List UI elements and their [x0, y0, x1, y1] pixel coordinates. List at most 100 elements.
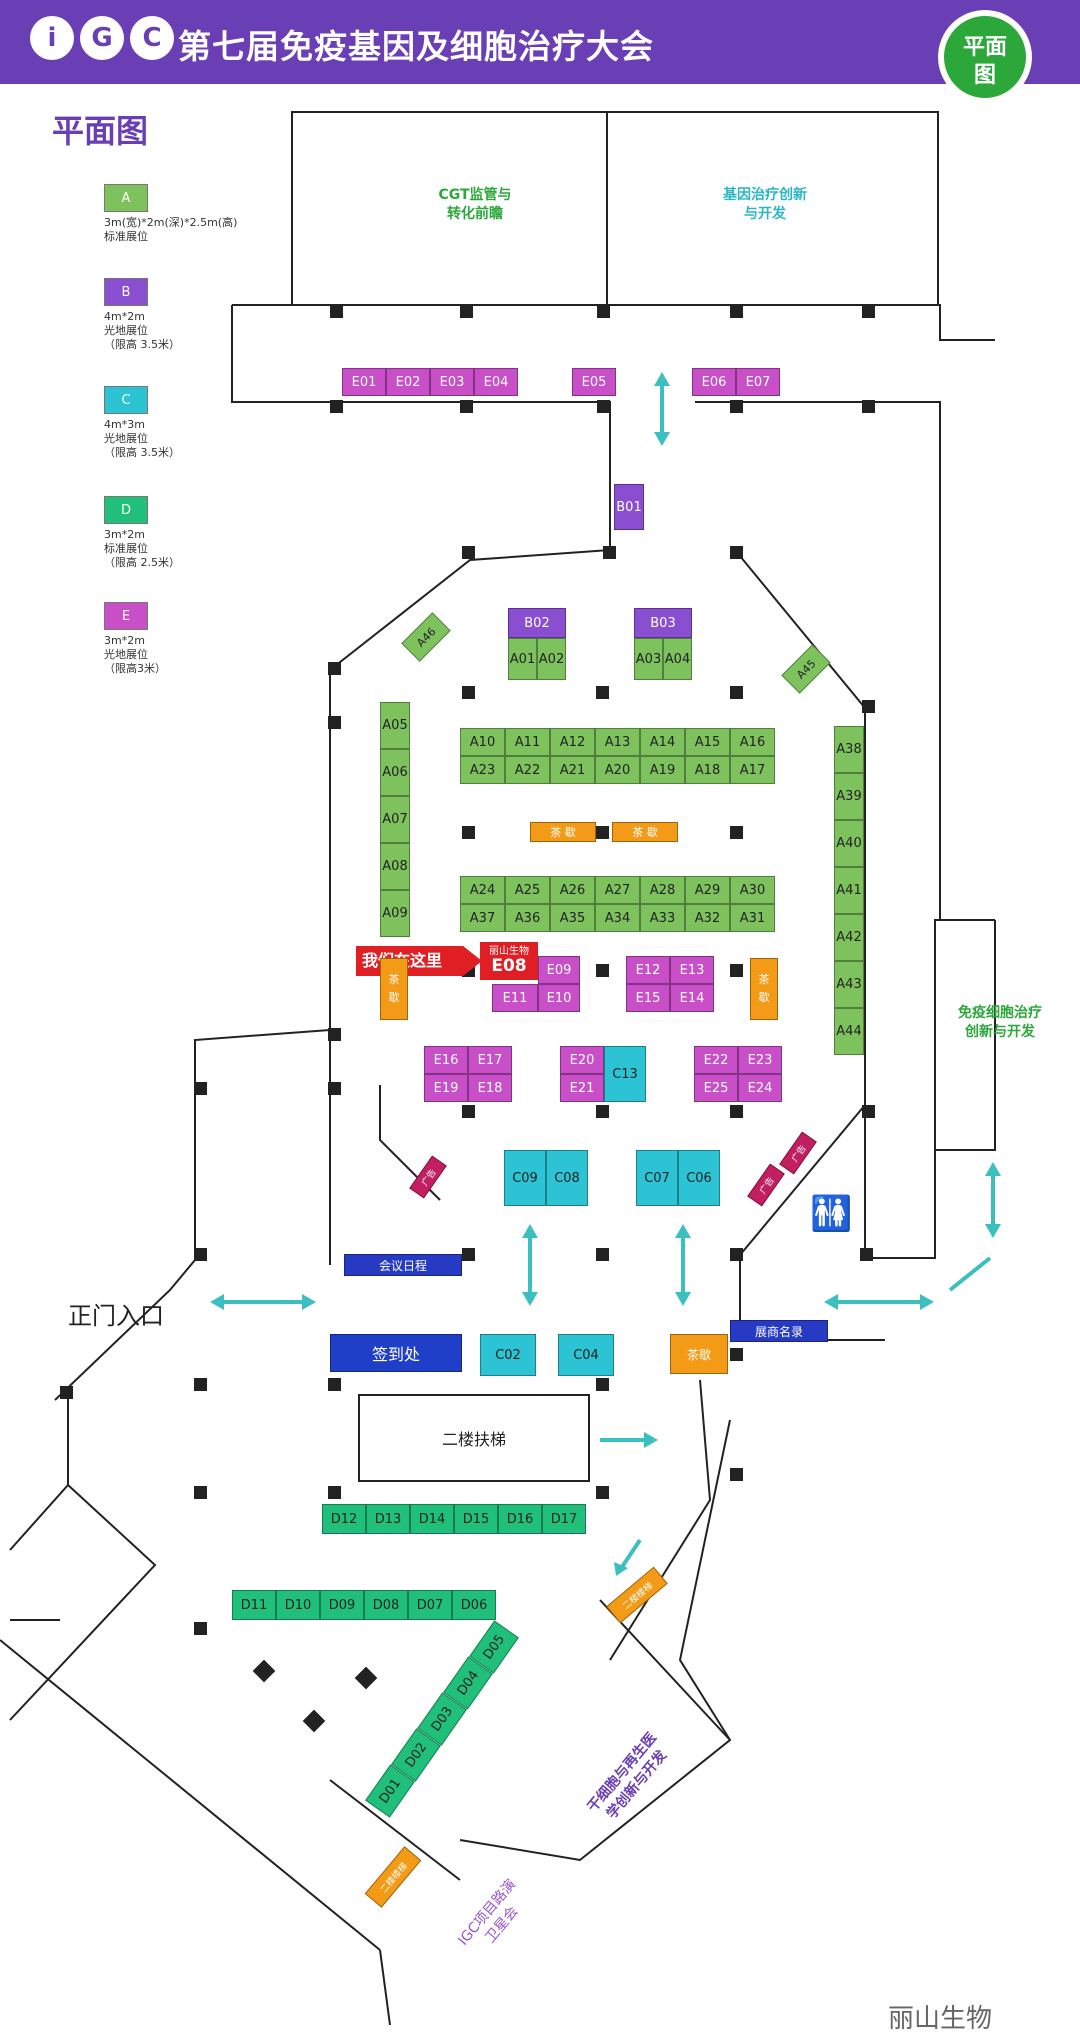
booth-d12[interactable]: D12 — [322, 1504, 366, 1534]
booth-b02[interactable]: B02 — [508, 608, 566, 638]
booth-a24[interactable]: A24 — [460, 876, 505, 904]
pillar — [330, 305, 343, 318]
booth-e05[interactable]: E05 — [572, 368, 616, 396]
booth-a15[interactable]: A15 — [685, 728, 730, 756]
booth-e19[interactable]: E19 — [424, 1074, 468, 1102]
booth-a04[interactable]: A04 — [663, 638, 692, 680]
booth-d11[interactable]: D11 — [232, 1590, 276, 1620]
booth-a16[interactable]: A16 — [730, 728, 775, 756]
booth-a18[interactable]: A18 — [685, 756, 730, 784]
booth-e06[interactable]: E06 — [692, 368, 736, 396]
pillar — [596, 1486, 609, 1499]
booth-a25[interactable]: A25 — [505, 876, 550, 904]
booth-e09[interactable]: E09 — [538, 956, 580, 984]
booth-a10[interactable]: A10 — [460, 728, 505, 756]
booth-a40[interactable]: A40 — [834, 820, 864, 867]
legend-item-c: C 4m*3m 光地展位 （限高 3.5米） — [104, 386, 180, 460]
booth-c06[interactable]: C06 — [678, 1150, 720, 1206]
booth-e24[interactable]: E24 — [738, 1074, 782, 1102]
booth-a26[interactable]: A26 — [550, 876, 595, 904]
booth-e25[interactable]: E25 — [694, 1074, 738, 1102]
booth-c04[interactable]: C04 — [558, 1334, 614, 1376]
booth-a20[interactable]: A20 — [595, 756, 640, 784]
booth-e22[interactable]: E22 — [694, 1046, 738, 1074]
booth-a36[interactable]: A36 — [505, 904, 550, 932]
booth-d15[interactable]: D15 — [454, 1504, 498, 1534]
booth-a32[interactable]: A32 — [685, 904, 730, 932]
booth-a17[interactable]: A17 — [730, 756, 775, 784]
booth-a35[interactable]: A35 — [550, 904, 595, 932]
booth-d10[interactable]: D10 — [276, 1590, 320, 1620]
booth-e14[interactable]: E14 — [670, 984, 714, 1012]
booth-a33[interactable]: A33 — [640, 904, 685, 932]
booth-a19[interactable]: A19 — [640, 756, 685, 784]
booth-a38[interactable]: A38 — [834, 726, 864, 773]
booth-a41[interactable]: A41 — [834, 867, 864, 914]
booth-e18[interactable]: E18 — [468, 1074, 512, 1102]
booth-c13[interactable]: C13 — [604, 1046, 646, 1102]
booth-a31[interactable]: A31 — [730, 904, 775, 932]
booth-d16[interactable]: D16 — [498, 1504, 542, 1534]
booth-a44[interactable]: A44 — [834, 1008, 864, 1055]
booth-d06[interactable]: D06 — [452, 1590, 496, 1620]
booth-a06[interactable]: A06 — [380, 749, 410, 796]
booth-d17[interactable]: D17 — [542, 1504, 586, 1534]
booth-a21[interactable]: A21 — [550, 756, 595, 784]
booth-b01[interactable]: B01 — [614, 484, 644, 530]
booth-e17[interactable]: E17 — [468, 1046, 512, 1074]
booth-a01[interactable]: A01 — [508, 638, 537, 680]
booth-a23[interactable]: A23 — [460, 756, 505, 784]
booth-e02[interactable]: E02 — [386, 368, 430, 396]
booth-e21[interactable]: E21 — [560, 1074, 604, 1102]
booth-c07[interactable]: C07 — [636, 1150, 678, 1206]
booth-d14[interactable]: D14 — [410, 1504, 454, 1534]
booth-c09[interactable]: C09 — [504, 1150, 546, 1206]
booth-a37[interactable]: A37 — [460, 904, 505, 932]
booth-a28[interactable]: A28 — [640, 876, 685, 904]
booth-e08[interactable]: 丽山生物 E08 — [480, 942, 538, 980]
booth-a02[interactable]: A02 — [537, 638, 566, 680]
booth-e23[interactable]: E23 — [738, 1046, 782, 1074]
booth-a43[interactable]: A43 — [834, 961, 864, 1008]
booth-d09[interactable]: D09 — [320, 1590, 364, 1620]
booth-c08[interactable]: C08 — [546, 1150, 588, 1206]
booth-a14[interactable]: A14 — [640, 728, 685, 756]
zone-immune-cell-therapy: 免疫细胞治疗 创新与开发 — [958, 1005, 1042, 1040]
booth-a22[interactable]: A22 — [505, 756, 550, 784]
booth-a30[interactable]: A30 — [730, 876, 775, 904]
booth-a07[interactable]: A07 — [380, 796, 410, 843]
booth-e20[interactable]: E20 — [560, 1046, 604, 1074]
booth-e11[interactable]: E11 — [492, 984, 538, 1012]
booth-a29[interactable]: A29 — [685, 876, 730, 904]
booth-e12[interactable]: E12 — [626, 956, 670, 984]
pillar — [596, 1105, 609, 1118]
booth-e15[interactable]: E15 — [626, 984, 670, 1012]
booth-d13[interactable]: D13 — [366, 1504, 410, 1534]
booth-a05[interactable]: A05 — [380, 702, 410, 749]
booth-e10[interactable]: E10 — [538, 984, 580, 1012]
booth-e03[interactable]: E03 — [430, 368, 474, 396]
booth-e04[interactable]: E04 — [474, 368, 518, 396]
booth-e07[interactable]: E07 — [736, 368, 780, 396]
e08-company: 丽山生物 — [489, 946, 529, 957]
booth-a27[interactable]: A27 — [595, 876, 640, 904]
tea-break-5: 茶歇 — [670, 1334, 728, 1374]
booth-a11[interactable]: A11 — [505, 728, 550, 756]
pillar — [597, 400, 610, 413]
booth-d08[interactable]: D08 — [364, 1590, 408, 1620]
pillar — [730, 305, 743, 318]
booth-d07[interactable]: D07 — [408, 1590, 452, 1620]
booth-a42[interactable]: A42 — [834, 914, 864, 961]
booth-c02[interactable]: C02 — [480, 1334, 536, 1376]
booth-e13[interactable]: E13 — [670, 956, 714, 984]
booth-e16[interactable]: E16 — [424, 1046, 468, 1074]
booth-a34[interactable]: A34 — [595, 904, 640, 932]
booth-a12[interactable]: A12 — [550, 728, 595, 756]
booth-a08[interactable]: A08 — [380, 843, 410, 890]
booth-e01[interactable]: E01 — [342, 368, 386, 396]
booth-b03[interactable]: B03 — [634, 608, 692, 638]
booth-a39[interactable]: A39 — [834, 773, 864, 820]
booth-a09[interactable]: A09 — [380, 890, 410, 937]
booth-a03[interactable]: A03 — [634, 638, 663, 680]
booth-a13[interactable]: A13 — [595, 728, 640, 756]
